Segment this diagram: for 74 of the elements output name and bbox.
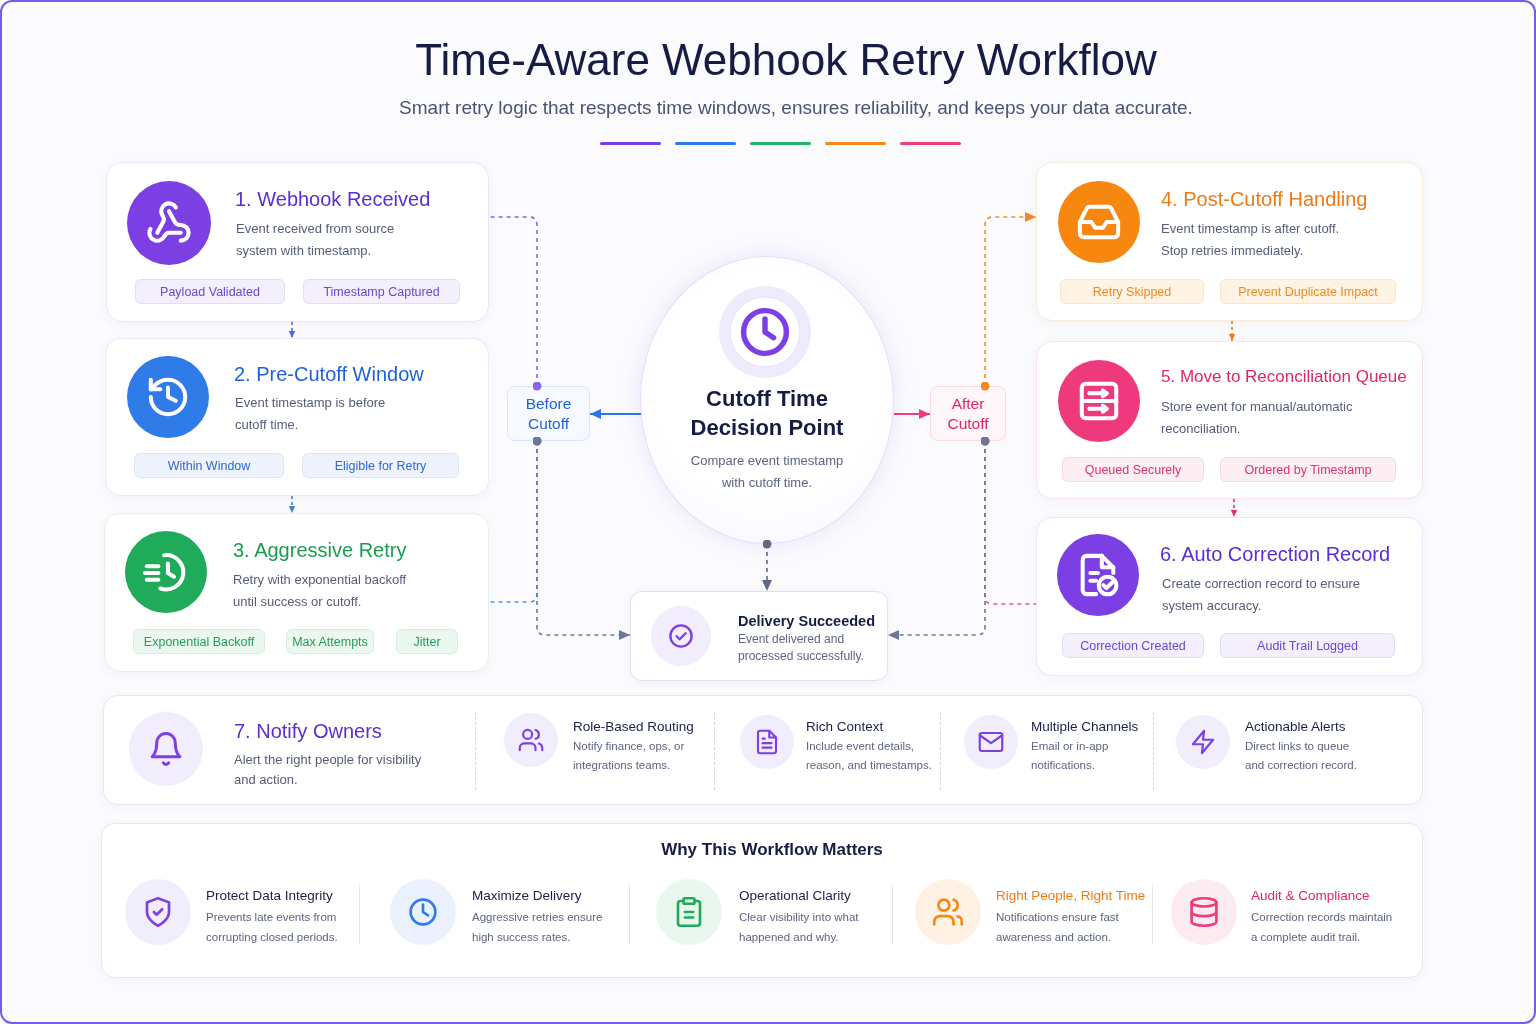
arrow bbox=[980, 212, 1037, 391]
connector-line bbox=[488, 216, 542, 391]
feature-description: Aggressive retries ensure high success rates. bbox=[472, 910, 604, 945]
branch-box: Before Cutoff bbox=[507, 386, 590, 441]
feature-title: Right People, Right Time bbox=[996, 887, 1146, 905]
status-tag: Timestamp Captured bbox=[303, 279, 460, 304]
feature-title: Operational Clarity bbox=[739, 887, 851, 905]
arrow bbox=[589, 409, 642, 419]
feature-description: Notifications ensure fast awareness and action. bbox=[996, 910, 1120, 945]
status-tag: Ordered by Timestamp bbox=[1220, 457, 1396, 482]
subtitle-text: Smart retry logic that respects time windows, ensures reliability, and keeps your data accurate. bbox=[399, 97, 1193, 119]
step-description: Alert the right people for visibility and action. bbox=[234, 751, 423, 789]
step-card bbox=[104, 513, 489, 672]
feature-title: Rich Context bbox=[806, 718, 884, 736]
feature-title: Protect Data Integrity bbox=[206, 887, 333, 905]
status-tag: Retry Skipped bbox=[1060, 279, 1204, 304]
step-description: Event received from source system with timestamp. bbox=[236, 220, 396, 260]
feature-title: Actionable Alerts bbox=[1245, 718, 1346, 736]
status-tag: Payload Validated bbox=[135, 279, 285, 304]
feature-description: Direct links to queue and correction record. bbox=[1245, 739, 1358, 773]
arrow bbox=[532, 436, 631, 640]
benefits-panel bbox=[101, 823, 1423, 978]
arrow bbox=[288, 495, 296, 514]
step-card bbox=[106, 162, 489, 322]
status-tag: Jitter bbox=[396, 629, 458, 654]
step-card bbox=[1036, 517, 1423, 676]
arrow bbox=[762, 539, 772, 592]
status-tag: Exponential Backoff bbox=[133, 629, 265, 654]
feature-description: Notify finance, ops, or integrations teams. bbox=[573, 739, 686, 773]
step-card bbox=[1036, 341, 1423, 499]
step-description: Store event for manual/automatic reconciliation. bbox=[1161, 398, 1354, 438]
status-tag: Eligible for Retry bbox=[302, 453, 459, 478]
feature-title: Multiple Channels bbox=[1031, 718, 1139, 736]
step-description: Event timestamp is after cutoff. Stop retries immediately. bbox=[1161, 220, 1341, 260]
outcome-card bbox=[630, 591, 888, 681]
step-title: 4. Post-Cutoff Handling bbox=[1161, 187, 1368, 212]
step-description: Create correction record to ensure system accuracy. bbox=[1162, 575, 1361, 615]
feature-description: Email or in-app notifications. bbox=[1031, 739, 1110, 773]
step-title: 2. Pre-Cutoff Window bbox=[234, 362, 424, 387]
page-title: Time-Aware Webhook Retry Workflow bbox=[415, 34, 1157, 86]
branch-box: After Cutoff bbox=[930, 386, 1006, 441]
step-title: 5. Move to Reconciliation Queue bbox=[1161, 366, 1407, 388]
feature-description: Prevents late events from corrupting closed periods. bbox=[206, 910, 339, 945]
step-title: 3. Aggressive Retry bbox=[233, 538, 407, 563]
step-card bbox=[1036, 162, 1423, 321]
arrow bbox=[893, 409, 931, 419]
status-tag: Queued Securely bbox=[1062, 457, 1204, 482]
panel-title: Why This Workflow Matters bbox=[661, 839, 883, 861]
arrow bbox=[288, 321, 296, 339]
arrow bbox=[887, 436, 990, 640]
step-description: Event timestamp is before cutoff time. bbox=[235, 394, 387, 434]
notification-panel bbox=[103, 695, 1423, 805]
outcome-title: Delivery Succeeded bbox=[738, 612, 876, 630]
feature-description: Include event details, reason, and timestamps. bbox=[806, 739, 933, 773]
status-tag: Prevent Duplicate Impact bbox=[1220, 279, 1396, 304]
feature-description: Clear visibility into what happened and why. bbox=[739, 910, 860, 945]
feature-title: Maximize Delivery bbox=[472, 887, 582, 905]
status-tag: Max Attempts bbox=[286, 629, 374, 654]
arrow bbox=[1228, 320, 1236, 342]
feature-title: Audit & Compliance bbox=[1251, 887, 1370, 905]
step-description: Retry with exponential backoff until success or cutoff. bbox=[233, 571, 408, 611]
arrow bbox=[1230, 498, 1238, 518]
decision-description: Compare event timestamp with cutoff time. bbox=[689, 452, 845, 492]
feature-title: Role-Based Routing bbox=[573, 718, 694, 736]
step-title: 1. Webhook Received bbox=[235, 187, 431, 212]
status-tag: Within Window bbox=[134, 453, 284, 478]
status-tag: Audit Trail Logged bbox=[1220, 633, 1395, 658]
step-card bbox=[105, 338, 489, 496]
outcome-description: Event delivered and processed successfully. bbox=[738, 631, 865, 665]
step-title: 7. Notify Owners bbox=[234, 719, 382, 744]
status-tag: Correction Created bbox=[1062, 633, 1204, 658]
step-title: 6. Auto Correction Record bbox=[1160, 542, 1391, 567]
feature-description: Correction records maintain a complete audit trail. bbox=[1251, 910, 1394, 945]
decision-title: Cutoff Time Decision Point bbox=[689, 385, 845, 442]
